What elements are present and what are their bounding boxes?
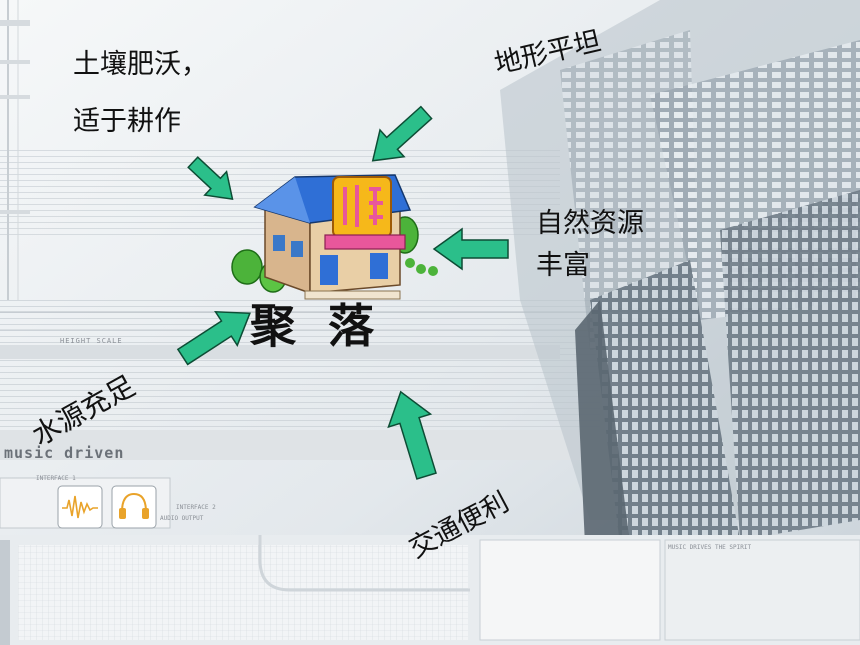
arrow-terrain: [371, 105, 433, 162]
label-fertile-line1: 土壤肥沃，: [73, 49, 208, 80]
arrow-fertile: [187, 156, 234, 200]
headphones-icon: [119, 492, 149, 519]
arrow-resources: [432, 227, 509, 271]
house-building-icon: [231, 174, 438, 300]
waveform-icon: [62, 495, 98, 519]
interface-2-text: INTERFACE 2: [176, 504, 216, 511]
label-resources-line2: 丰富: [536, 250, 590, 281]
arrow-transport: [387, 390, 437, 480]
label-title: 聚 落: [250, 299, 375, 353]
music-drives-text: MUSIC DRIVES THE SPIRIT: [668, 544, 752, 551]
label-resources-line1: 自然资源: [536, 208, 644, 239]
label-fertile-line2: 适于耕作: [73, 106, 181, 137]
arrow-water: [176, 310, 251, 366]
height-scale-text: HEIGHT SCALE: [60, 337, 123, 345]
music-driven-logo-text: music driven: [4, 444, 125, 462]
interface-1-text: INTERFACE 1: [36, 475, 76, 482]
audio-output-text: AUDIO OUTPUT: [160, 515, 204, 522]
